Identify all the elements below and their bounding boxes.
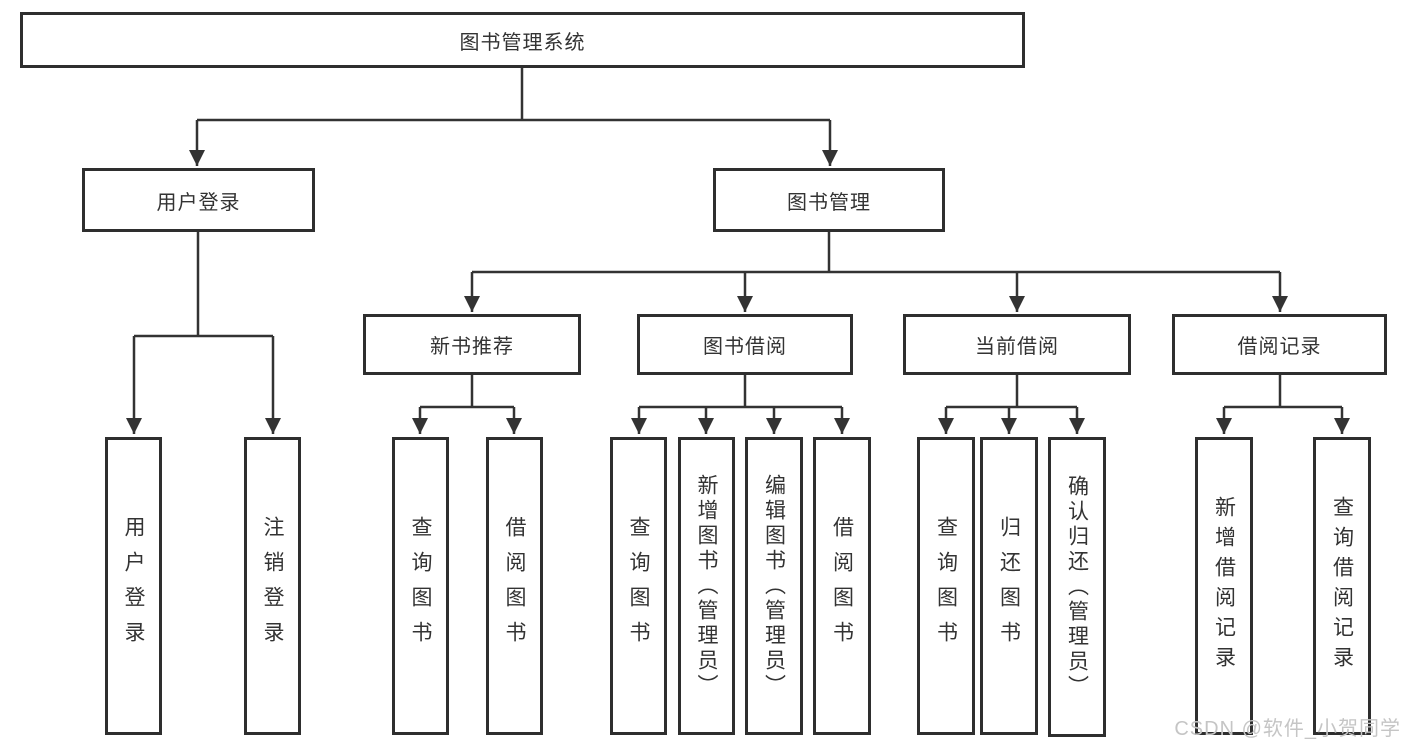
csdn-watermark: CSDN @软件_小贺同学 xyxy=(1174,718,1401,740)
leaf-borrow-add-label: 新增图书（管理员） xyxy=(695,473,718,699)
node-borrow-record: 借阅记录 xyxy=(1172,314,1387,375)
node-book-mgmt: 图书管理 xyxy=(713,168,945,232)
leaf-newbook-borrow-label: 借阅图书 xyxy=(503,516,526,656)
leaf-record-add: 新增借阅记录 xyxy=(1195,437,1253,735)
node-borrow-record-label: 借阅记录 xyxy=(1237,336,1322,358)
node-new-book: 新书推荐 xyxy=(363,314,581,375)
leaf-borrow-edit: 编辑图书（管理员） xyxy=(745,437,803,735)
leaf-current-confirm-label: 确认归还（管理员） xyxy=(1065,474,1089,700)
node-root: 图书管理系统 xyxy=(20,12,1025,68)
node-new-book-label: 新书推荐 xyxy=(430,336,514,358)
leaf-borrow-add: 新增图书（管理员） xyxy=(678,437,735,735)
node-book-borrow: 图书借阅 xyxy=(637,314,853,375)
node-book-mgmt-label: 图书管理 xyxy=(787,191,871,214)
leaf-record-query: 查询借阅记录 xyxy=(1313,437,1371,735)
node-current-borrow-label: 当前借阅 xyxy=(975,336,1059,358)
leaf-borrow-query-label: 查询图书 xyxy=(627,516,650,656)
leaf-newbook-query-label: 查询图书 xyxy=(409,516,432,656)
leaf-record-query-label: 查询借阅记录 xyxy=(1330,496,1354,676)
node-current-borrow: 当前借阅 xyxy=(903,314,1131,375)
leaf-current-confirm: 确认归还（管理员） xyxy=(1048,437,1106,737)
leaf-borrow-query: 查询图书 xyxy=(610,437,667,735)
node-user-login: 用户登录 xyxy=(82,168,315,232)
leaf-logout-label: 注销登录 xyxy=(261,516,284,656)
leaf-borrow-borrow: 借阅图书 xyxy=(813,437,871,735)
node-root-label: 图书管理系统 xyxy=(459,31,586,54)
leaf-borrow-borrow-label: 借阅图书 xyxy=(830,516,854,656)
leaf-logout: 注销登录 xyxy=(244,437,301,735)
leaf-current-return-label: 归还图书 xyxy=(997,516,1021,656)
leaf-current-return: 归还图书 xyxy=(980,437,1038,735)
leaf-newbook-query: 查询图书 xyxy=(392,437,449,735)
node-user-login-label: 用户登录 xyxy=(156,191,241,214)
leaf-newbook-borrow: 借阅图书 xyxy=(486,437,543,735)
leaf-current-query-label: 查询图书 xyxy=(934,516,958,656)
leaf-borrow-edit-label: 编辑图书（管理员） xyxy=(762,473,786,699)
leaf-user-login-label: 用户登录 xyxy=(122,516,145,656)
node-book-borrow-label: 图书借阅 xyxy=(703,336,787,358)
leaf-user-login: 用户登录 xyxy=(105,437,162,735)
leaf-current-query: 查询图书 xyxy=(917,437,975,735)
leaf-record-add-label: 新增借阅记录 xyxy=(1212,496,1236,676)
